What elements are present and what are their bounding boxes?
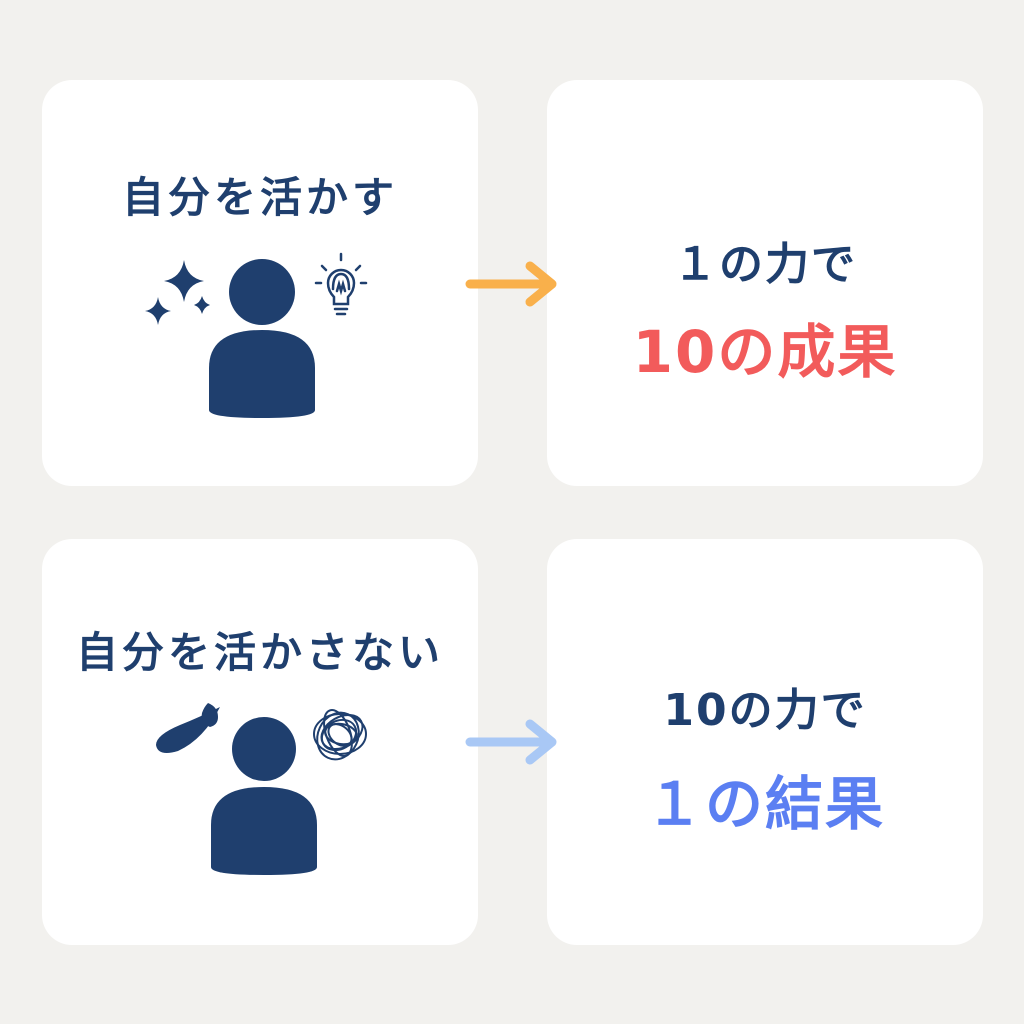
person-with-ideas-illustration xyxy=(145,252,368,418)
sweat-drop-icon xyxy=(156,703,220,753)
effort-label: 10の力で xyxy=(663,685,867,736)
arrow-right-icon xyxy=(465,261,557,307)
lightbulb-icon xyxy=(314,252,368,316)
stressed-person-illustration xyxy=(156,703,367,875)
card-result-negative: 10の力で １の結果 xyxy=(547,539,983,945)
card-not-use-yourself: 自分を活かさない xyxy=(42,539,478,945)
arrow-right-icon xyxy=(465,719,557,765)
result-label: １の結果 xyxy=(644,770,885,838)
result-label: 10の成果 xyxy=(632,318,898,386)
sparkle-icon xyxy=(145,260,210,325)
person-icon xyxy=(211,717,317,875)
tangled-scribble-icon xyxy=(313,709,367,761)
card-result-positive: １の力で 10の成果 xyxy=(547,80,983,486)
card-title-not-use-yourself: 自分を活かさない xyxy=(75,628,444,677)
card-use-yourself: 自分を活かす xyxy=(42,80,478,486)
card-title-use-yourself: 自分を活かす xyxy=(121,173,398,222)
effort-label: １の力で xyxy=(673,239,857,290)
person-icon xyxy=(209,259,315,418)
